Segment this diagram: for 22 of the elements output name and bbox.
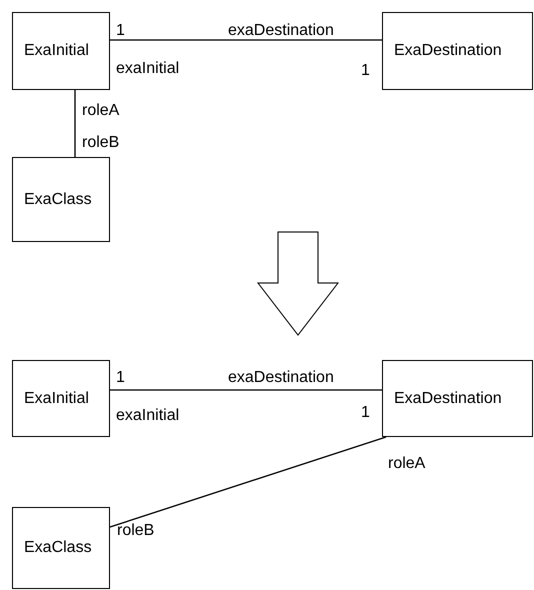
- association-line: [110, 389, 382, 391]
- association-line: [74, 90, 76, 157]
- class-box: ExaInitial: [12, 360, 110, 437]
- class-box: ExaClass: [12, 507, 110, 589]
- association-line: [110, 436, 386, 528]
- class-box: ExaInitial: [12, 12, 110, 90]
- association-label: roleB: [117, 522, 154, 540]
- association-label: exaDestination: [228, 22, 334, 40]
- association-label: 1: [361, 62, 370, 80]
- class-box: ExaDestination: [382, 12, 533, 90]
- association-label: exaInitial: [116, 60, 180, 78]
- association-label: exaInitial: [116, 407, 180, 425]
- association-label: roleA: [388, 455, 426, 473]
- association-line: [110, 39, 382, 41]
- association-label: roleA: [82, 102, 120, 120]
- class-box: ExaClass: [12, 157, 110, 242]
- association-label: 1: [116, 22, 125, 40]
- association-label: exaDestination: [228, 369, 334, 387]
- association-label: 1: [361, 404, 370, 422]
- association-label: 1: [116, 369, 125, 387]
- class-box: ExaDestination: [382, 360, 533, 437]
- association-label: roleB: [82, 134, 120, 152]
